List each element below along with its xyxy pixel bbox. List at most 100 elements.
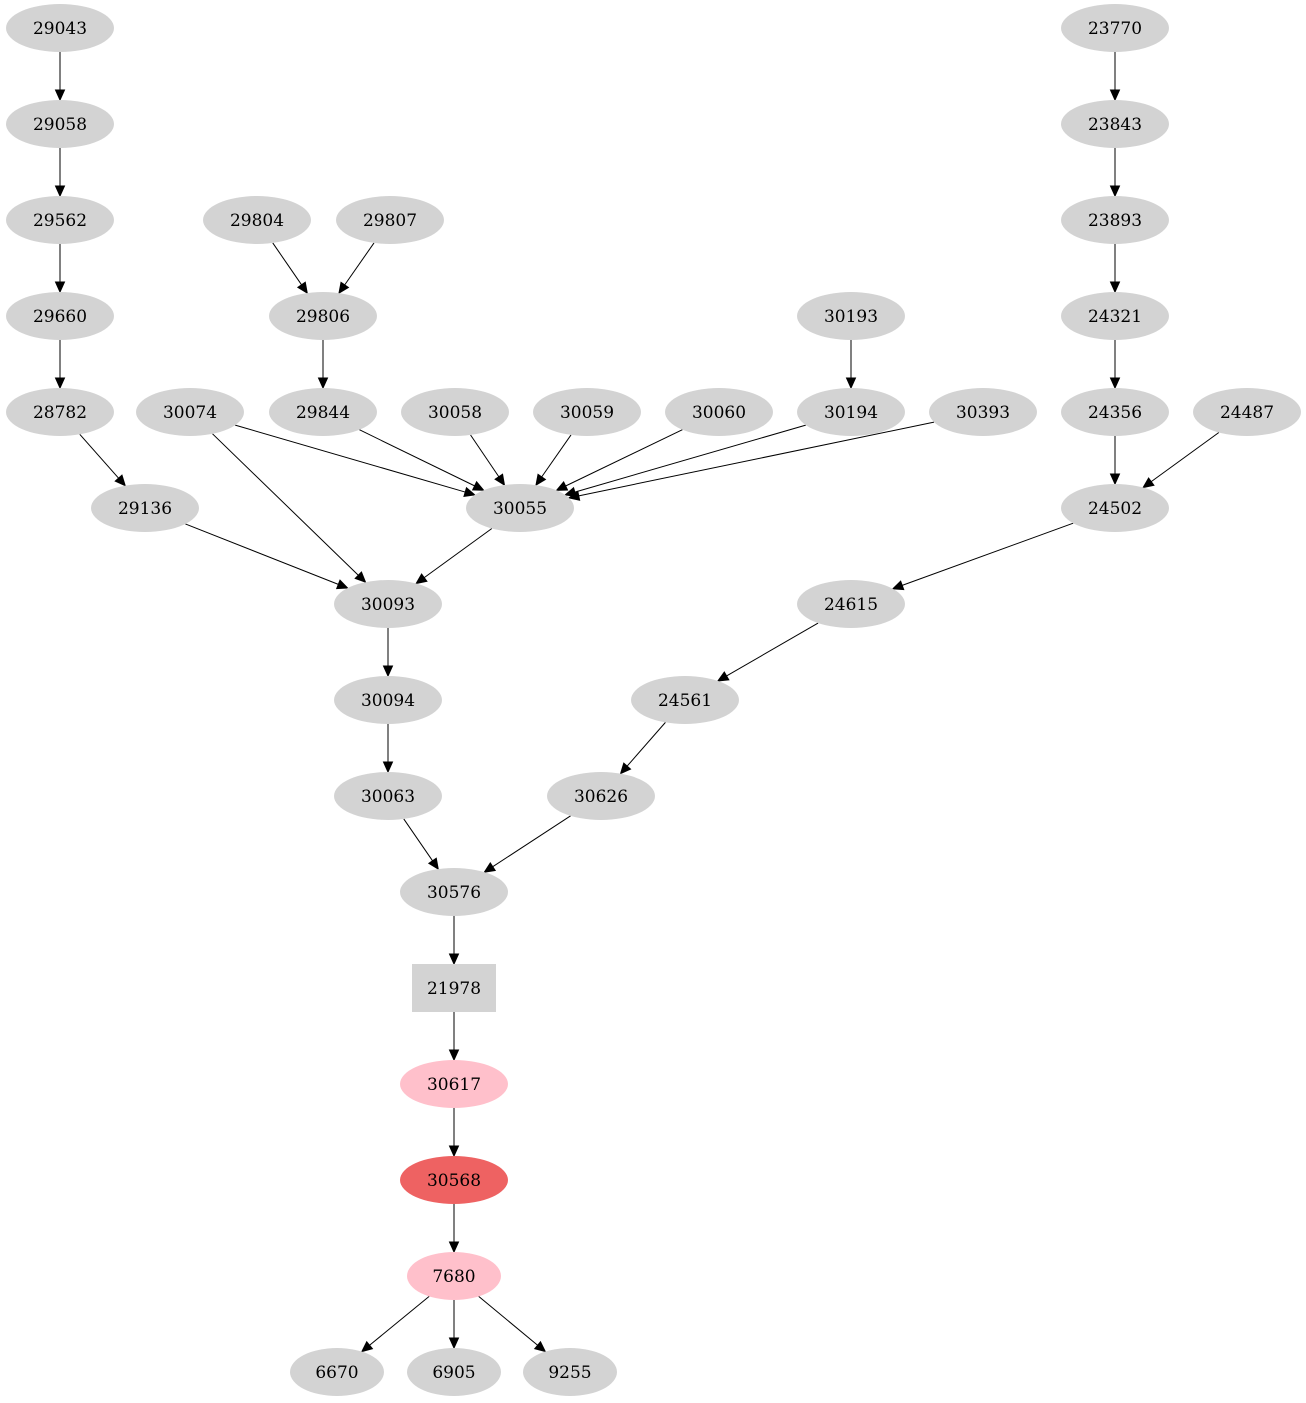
edge-23770-23843 [1109, 52, 1121, 102]
node-29136[interactable]: 29136 [91, 484, 199, 532]
arrowhead-icon [494, 473, 506, 487]
node-24356[interactable]: 24356 [1061, 388, 1169, 436]
edge-line [470, 434, 500, 478]
edge-line [423, 528, 493, 579]
arrowhead-icon [535, 473, 547, 487]
node-label: 28782 [33, 403, 87, 423]
node-label: 30074 [163, 403, 217, 423]
edge-29043-29058 [54, 52, 66, 102]
arrowhead-icon [483, 862, 497, 873]
node-6905[interactable]: 6905 [407, 1348, 501, 1396]
arrowhead-icon [1109, 473, 1121, 486]
arrowhead-icon [296, 281, 308, 295]
arrowhead-icon [54, 185, 66, 198]
node-23843[interactable]: 23843 [1061, 100, 1169, 148]
node-30093[interactable]: 30093 [334, 580, 442, 628]
node-24487[interactable]: 24487 [1193, 388, 1301, 436]
node-21978[interactable]: 21978 [412, 964, 496, 1012]
node-30576[interactable]: 30576 [400, 868, 508, 916]
node-label: 29058 [33, 115, 87, 135]
node-label: 23843 [1088, 115, 1142, 135]
edge-23843-23893 [1109, 148, 1121, 198]
edge-line [626, 722, 666, 767]
node-23893[interactable]: 23893 [1061, 196, 1169, 244]
node-30058[interactable]: 30058 [401, 388, 509, 436]
node-shape [334, 580, 442, 628]
node-label: 30626 [574, 787, 628, 807]
node-24321[interactable]: 24321 [1061, 292, 1169, 340]
node-29562[interactable]: 29562 [6, 196, 114, 244]
node-shape [401, 388, 509, 436]
node-30059[interactable]: 30059 [533, 388, 641, 436]
node-7680[interactable]: 7680 [407, 1252, 501, 1300]
node-24561[interactable]: 24561 [631, 676, 739, 724]
node-6670[interactable]: 6670 [290, 1348, 384, 1396]
arrowhead-icon [354, 571, 367, 584]
node-29043[interactable]: 29043 [6, 4, 114, 52]
node-shape [6, 4, 114, 52]
edges [54, 52, 1220, 1353]
edge-24561-30626 [619, 722, 666, 775]
node-29058[interactable]: 29058 [6, 100, 114, 148]
node-29660[interactable]: 29660 [6, 292, 114, 340]
node-shape [269, 292, 377, 340]
node-30568[interactable]: 30568 [400, 1156, 508, 1204]
edge-30576-21978 [448, 916, 460, 966]
node-shape [929, 388, 1037, 436]
node-shape [1193, 388, 1301, 436]
node-shape [665, 388, 773, 436]
node-shape [136, 388, 244, 436]
edge-24502-24615 [891, 522, 1074, 591]
node-label: 29807 [363, 211, 417, 231]
arrowhead-icon [427, 857, 439, 871]
arrowhead-icon [1109, 377, 1121, 390]
edge-24615-24561 [716, 622, 819, 682]
edge-line [272, 242, 302, 286]
arrowhead-icon [555, 481, 569, 491]
arrowhead-icon [716, 671, 730, 682]
node-29804[interactable]: 29804 [203, 196, 311, 244]
node-30194[interactable]: 30194 [797, 388, 905, 436]
node-30193[interactable]: 30193 [797, 292, 905, 340]
node-24502[interactable]: 24502 [1061, 484, 1169, 532]
node-label: 30059 [560, 403, 614, 423]
node-30060[interactable]: 30060 [665, 388, 773, 436]
node-shape [6, 196, 114, 244]
edge-line [403, 818, 433, 862]
node-label: 30194 [824, 403, 878, 423]
node-30393[interactable]: 30393 [929, 388, 1037, 436]
edge-28782-29136 [79, 434, 127, 487]
node-shape [1061, 100, 1169, 148]
node-30074[interactable]: 30074 [136, 388, 244, 436]
arrowhead-icon [382, 761, 394, 774]
edge-24356-24502 [1109, 436, 1121, 486]
node-shape [400, 1060, 508, 1108]
node-shape [412, 964, 496, 1012]
node-29806[interactable]: 29806 [269, 292, 377, 340]
node-30063[interactable]: 30063 [334, 772, 442, 820]
node-28782[interactable]: 28782 [6, 388, 114, 436]
arrowhead-icon [114, 474, 127, 487]
edge-line [185, 523, 339, 585]
node-23770[interactable]: 23770 [1061, 4, 1169, 52]
nodes: 29043 29058 29562 29660 28782 29136 29804 29807… [6, 4, 1301, 1396]
arrowhead-icon [382, 665, 394, 678]
edge-30055-30093 [415, 528, 493, 585]
node-label: 30060 [692, 403, 746, 423]
edge-line [212, 433, 359, 576]
node-shape [631, 676, 739, 724]
node-label: 24356 [1088, 403, 1142, 423]
node-shape [400, 1156, 508, 1204]
node-30094[interactable]: 30094 [334, 676, 442, 724]
node-30626[interactable]: 30626 [547, 772, 655, 820]
node-shape [1061, 292, 1169, 340]
node-24615[interactable]: 24615 [797, 580, 905, 628]
node-9255[interactable]: 9255 [523, 1348, 617, 1396]
arrowhead-icon [54, 377, 66, 390]
node-29807[interactable]: 29807 [336, 196, 444, 244]
node-30055[interactable]: 30055 [466, 484, 574, 532]
node-30617[interactable]: 30617 [400, 1060, 508, 1108]
node-29844[interactable]: 29844 [269, 388, 377, 436]
node-label: 30093 [361, 595, 415, 615]
